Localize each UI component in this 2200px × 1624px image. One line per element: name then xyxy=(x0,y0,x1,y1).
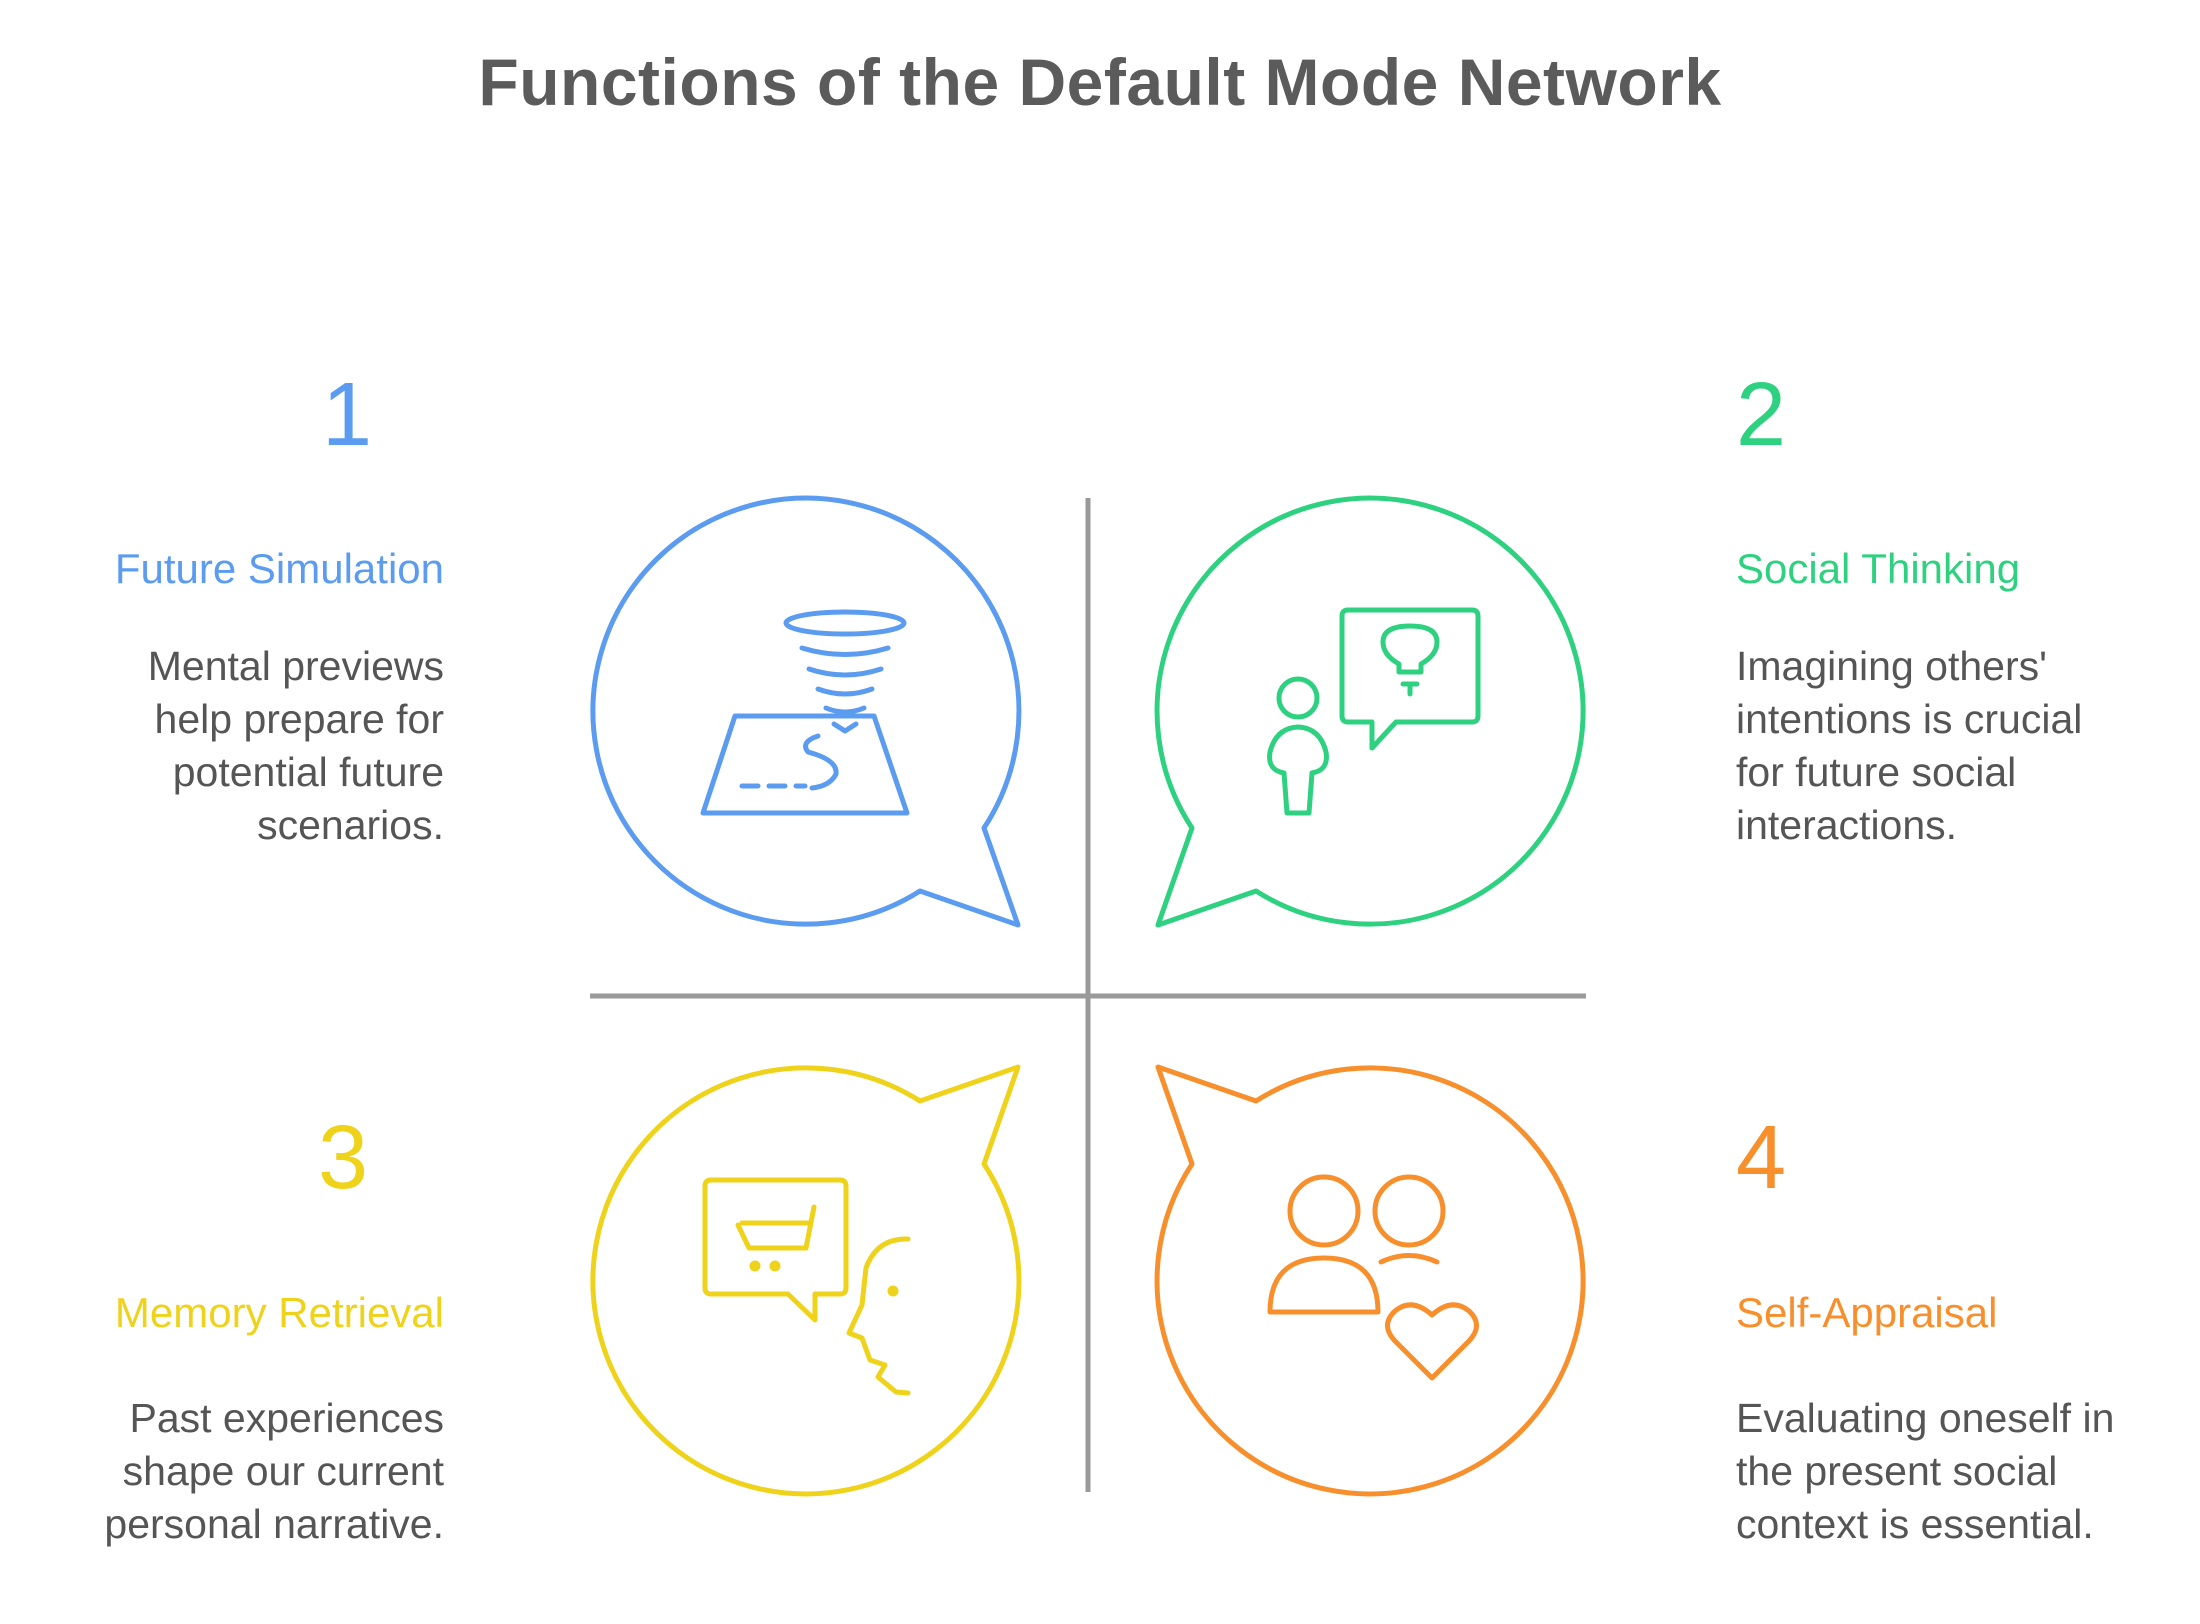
item-1-description: Mental previews help prepare for potenti… xyxy=(147,643,444,848)
people-heart-icon xyxy=(1267,1174,1479,1381)
item-3-label: Memory Retrieval xyxy=(114,1289,444,1336)
page-title: Functions of the Default Mode Network xyxy=(478,45,1722,119)
speech-bubble-2 xyxy=(1154,495,1586,928)
item-1-number: 1 xyxy=(322,365,373,465)
item-1-label: Future Simulation xyxy=(114,545,444,592)
item-4-label: Self-Appraisal xyxy=(1736,1289,1998,1336)
person-idea-bubble-icon xyxy=(1267,607,1481,816)
speech-bubble-4 xyxy=(1154,1064,1586,1497)
item-2-number: 2 xyxy=(1736,365,1787,465)
speech-bubble-3 xyxy=(590,1064,1022,1497)
item-3-number: 3 xyxy=(318,1108,369,1208)
item-4-number: 4 xyxy=(1736,1108,1787,1208)
shopping-memory-icon xyxy=(702,1177,911,1396)
item-2-description: Imagining others' intentions is crucial … xyxy=(1736,643,2083,848)
speech-bubble-1 xyxy=(590,495,1022,928)
item-3-description: Past experiences shape our current perso… xyxy=(104,1395,444,1547)
item-2-label: Social Thinking xyxy=(1736,545,2021,592)
item-4-description: Evaluating oneself in the present social… xyxy=(1736,1395,2115,1547)
tornado-map-icon xyxy=(700,609,910,816)
